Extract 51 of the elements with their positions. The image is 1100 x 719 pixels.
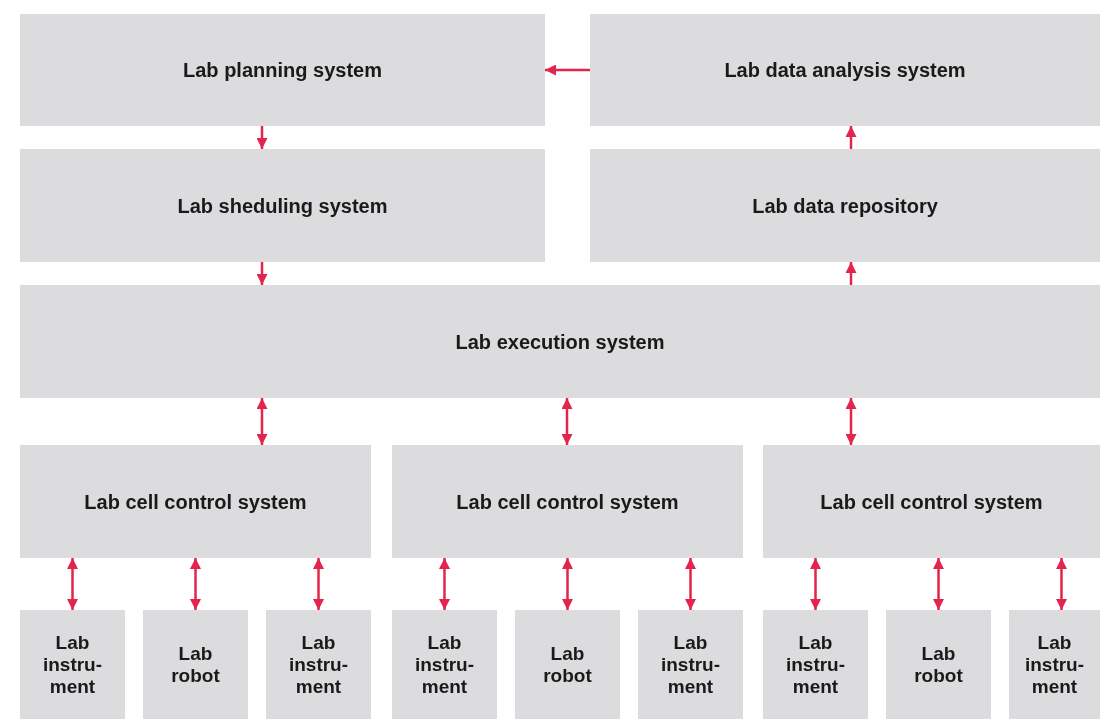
box-label: Lab cell control system (83, 489, 308, 514)
arrow (313, 558, 324, 610)
box-label: Lab cell control system (819, 489, 1044, 514)
arrow (256, 398, 268, 445)
arrow (810, 558, 821, 610)
arrow (845, 398, 857, 445)
arrow (685, 558, 696, 610)
arrow (545, 64, 590, 76)
box-label: Lab robot (913, 642, 964, 687)
box-label: Lab instru- ment (659, 631, 722, 698)
device-box (763, 610, 868, 719)
box-label: Lab data repository (751, 193, 939, 218)
device-box (266, 610, 371, 719)
arrow (439, 558, 450, 610)
box-label: Lab data analysis system (723, 58, 967, 82)
arrow (845, 126, 857, 149)
arrow (933, 558, 944, 610)
arrow (845, 262, 857, 285)
system-box (590, 14, 1100, 126)
arrow (561, 398, 573, 445)
system-box (20, 445, 371, 558)
box-label: Lab instru- ment (784, 631, 847, 698)
box-label: Lab execution system (454, 329, 666, 354)
box-label: Lab planning system (182, 58, 383, 82)
arrow (190, 558, 201, 610)
device-box (886, 610, 991, 719)
device-box (392, 610, 497, 719)
box-label: Lab robot (170, 642, 221, 687)
arrow (67, 558, 78, 610)
system-box (590, 149, 1100, 262)
arrow (1056, 558, 1067, 610)
arrow (256, 262, 268, 285)
system-box (20, 285, 1100, 398)
device-box (143, 610, 248, 719)
box-label: Lab instru- ment (287, 631, 350, 698)
device-box (1009, 610, 1100, 719)
arrow (256, 126, 268, 149)
device-box (515, 610, 620, 719)
device-box (638, 610, 743, 719)
box-label: Lab instru- ment (41, 631, 104, 698)
box-label: Lab cell control system (455, 489, 680, 514)
system-box (20, 149, 545, 262)
box-label: Lab sheduling system (176, 193, 389, 218)
system-box (20, 14, 545, 126)
box-label: Lab instru- ment (413, 631, 476, 698)
device-box (20, 610, 125, 719)
arrow (562, 558, 573, 610)
system-box (763, 445, 1100, 558)
box-label: Lab robot (542, 642, 593, 687)
box-label: Lab instru- ment (1023, 631, 1086, 698)
system-box (392, 445, 743, 558)
